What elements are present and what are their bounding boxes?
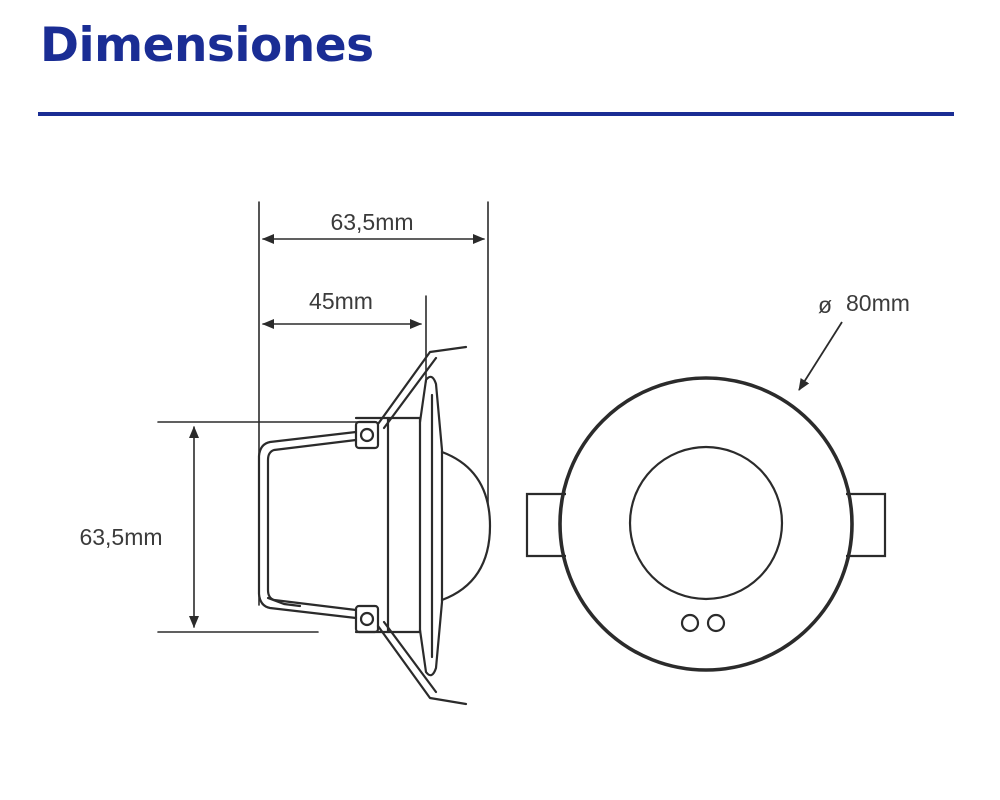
sensor-flange	[418, 375, 444, 677]
clip-screw-top-hole	[359, 427, 375, 443]
outer-bezel	[558, 376, 854, 672]
sensor-rear-inner	[266, 438, 358, 612]
sensor-rear-step	[266, 596, 302, 608]
mounting-tab-right	[846, 492, 887, 558]
clip-screw-bottom	[354, 604, 380, 634]
diameter-leader-arrow	[798, 321, 843, 391]
front-view	[525, 321, 887, 672]
label-overall-width: 63,5mm	[330, 209, 413, 235]
indicator-led-right	[706, 613, 726, 633]
lens-dome	[440, 450, 492, 602]
spring-clip-top	[376, 345, 468, 430]
spring-clip-bottom	[376, 620, 468, 706]
title-underline	[38, 112, 954, 116]
label-height: 63,5mm	[79, 524, 162, 550]
clip-screw-bottom-hole	[359, 611, 375, 627]
clip-screw-top	[354, 420, 380, 450]
label-diameter: 80mm	[846, 290, 910, 316]
label-body-depth: 45mm	[309, 288, 373, 314]
label-diameter-symbol: ø	[818, 292, 832, 318]
page-title: Dimensiones	[40, 18, 374, 73]
indicator-led-left	[680, 613, 700, 633]
sensor-lens	[628, 445, 784, 601]
side-view	[157, 201, 492, 706]
mounting-tab-left	[525, 492, 566, 558]
sensor-rear-body	[257, 430, 358, 620]
